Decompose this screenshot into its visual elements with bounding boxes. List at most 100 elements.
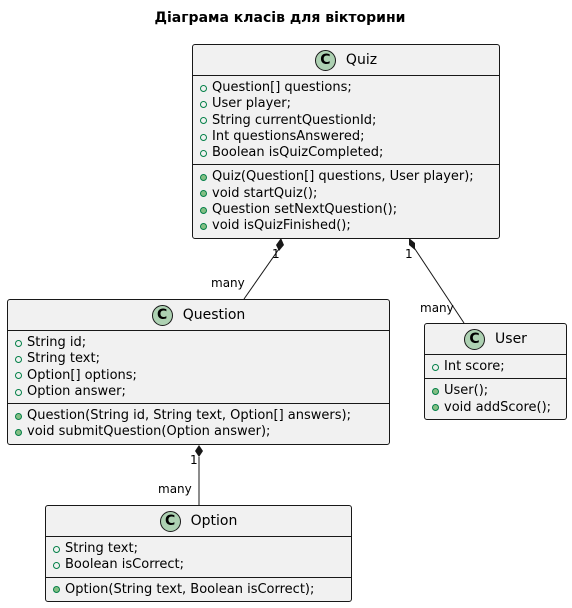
public-field-icon xyxy=(15,388,22,396)
method-text: Question(String id, String text, Option[… xyxy=(27,408,351,424)
multiplicity-quiz-question-to: many xyxy=(211,276,245,290)
method-row: User(); xyxy=(432,383,566,399)
public-method-icon xyxy=(200,206,207,214)
method-text: void submitQuestion(Option answer); xyxy=(27,424,271,440)
method-row: Option(String text, Boolean isCorrect); xyxy=(53,582,351,598)
class-option-fields: String text; Boolean isCorrect; xyxy=(46,537,351,577)
method-text: User(); xyxy=(444,383,489,399)
edge-quiz-question xyxy=(243,245,282,300)
class-option[interactable]: C Option String text; Boolean isCorrect;… xyxy=(45,505,352,602)
class-user-methods: User(); void addScore(); xyxy=(425,378,566,419)
field-text: String currentQuestionId; xyxy=(212,112,377,128)
class-badge-icon: C xyxy=(464,328,486,350)
public-field-icon xyxy=(200,100,207,108)
multiplicity-quiz-question-from: 1 xyxy=(272,247,280,261)
public-field-icon xyxy=(432,363,439,371)
class-quiz[interactable]: C Quiz Question[] questions; User player… xyxy=(192,44,500,239)
public-method-icon xyxy=(53,586,60,594)
method-row: void submitQuestion(Option answer); xyxy=(15,424,389,440)
public-field-icon xyxy=(53,561,60,569)
method-text: void isQuizFinished(); xyxy=(212,218,351,234)
multiplicity-question-option-to: many xyxy=(158,482,192,496)
field-text: Question[] questions; xyxy=(212,80,352,95)
field-row: String text; xyxy=(53,541,351,557)
class-badge-icon: C xyxy=(159,510,181,532)
public-field-icon xyxy=(15,339,22,347)
class-user-header: C User xyxy=(425,324,566,355)
class-quiz-header: C Quiz xyxy=(193,45,499,76)
field-text: Int questionsAnswered; xyxy=(212,128,365,144)
field-text: Int score; xyxy=(444,359,505,374)
public-method-icon xyxy=(15,412,22,420)
composition-diamond-quiz-user xyxy=(409,238,415,250)
method-text: Quiz(Question[] questions, User player); xyxy=(212,169,474,185)
public-field-icon xyxy=(53,545,60,553)
public-field-icon xyxy=(200,149,207,157)
public-method-icon xyxy=(15,429,22,437)
public-method-icon xyxy=(200,174,207,182)
class-quiz-methods: Quiz(Question[] questions, User player);… xyxy=(193,164,499,237)
diagram-title: Діаграма класів для вікторини xyxy=(154,10,406,26)
public-field-icon xyxy=(200,133,207,141)
field-row: User player; xyxy=(200,96,499,112)
public-field-icon xyxy=(15,372,22,380)
method-text: Question setNextQuestion(); xyxy=(212,202,398,218)
field-row: Boolean isCorrect; xyxy=(53,557,351,573)
class-question-fields: String id; String text; Option[] options… xyxy=(8,331,389,403)
class-quiz-name: Quiz xyxy=(345,52,378,68)
composition-diamond-question-option xyxy=(195,445,203,457)
method-row: Question(String id, String text, Option[… xyxy=(15,408,389,424)
field-text: Option answer; xyxy=(27,383,126,399)
class-badge-icon: C xyxy=(314,49,336,71)
public-field-icon xyxy=(15,355,22,363)
class-badge-icon: C xyxy=(151,304,173,326)
field-row: String id; xyxy=(15,335,389,351)
class-option-header: C Option xyxy=(46,506,351,537)
public-field-icon xyxy=(200,84,207,92)
field-row: Option answer; xyxy=(15,384,389,400)
multiplicity-quiz-user-to: many xyxy=(420,301,454,315)
field-row: Question[] questions; xyxy=(200,80,499,96)
public-method-icon xyxy=(200,223,207,231)
field-row: String text; xyxy=(15,351,389,367)
field-row: Option[] options; xyxy=(15,368,389,384)
method-text: void startQuiz(); xyxy=(212,185,318,201)
method-text: Option(String text, Boolean isCorrect); xyxy=(65,581,315,597)
public-method-icon xyxy=(432,387,439,395)
public-field-icon xyxy=(200,117,207,125)
public-method-icon xyxy=(432,404,439,412)
field-text: Boolean isQuizCompleted; xyxy=(212,145,384,161)
class-question-name: Question xyxy=(182,307,246,323)
multiplicity-question-option-from: 1 xyxy=(190,453,198,467)
field-text: Option[] options; xyxy=(27,367,137,383)
class-user-fields: Int score; xyxy=(425,355,566,378)
composition-diamond-quiz-question xyxy=(276,238,284,251)
class-quiz-fields: Question[] questions; User player; Strin… xyxy=(193,76,499,164)
field-text: String text; xyxy=(65,541,138,556)
field-text: Boolean isCorrect; xyxy=(65,557,184,573)
public-method-icon xyxy=(200,190,207,198)
field-row: String currentQuestionId; xyxy=(200,113,499,129)
field-row: Int questionsAnswered; xyxy=(200,129,499,145)
class-option-methods: Option(String text, Boolean isCorrect); xyxy=(46,576,351,601)
method-text: void addScore(); xyxy=(444,399,552,415)
class-user[interactable]: C User Int score; User(); void addScore(… xyxy=(424,323,567,420)
class-option-name: Option xyxy=(190,513,238,529)
field-row: Int score; xyxy=(432,359,566,375)
field-text: String id; xyxy=(27,335,87,350)
method-row: void isQuizFinished(); xyxy=(200,218,499,234)
field-text: User player; xyxy=(212,96,292,112)
method-row: Question setNextQuestion(); xyxy=(200,202,499,218)
edge-quiz-user xyxy=(412,245,465,324)
class-question[interactable]: C Question String id; String text; Optio… xyxy=(7,299,390,445)
class-question-header: C Question xyxy=(8,300,389,331)
method-row: void startQuiz(); xyxy=(200,186,499,202)
method-row: void addScore(); xyxy=(432,400,566,416)
class-user-name: User xyxy=(495,331,527,347)
class-question-methods: Question(String id, String text, Option[… xyxy=(8,403,389,444)
method-row: Quiz(Question[] questions, User player); xyxy=(200,169,499,185)
field-row: Boolean isQuizCompleted; xyxy=(200,145,499,161)
field-text: String text; xyxy=(27,351,100,367)
multiplicity-quiz-user-from: 1 xyxy=(405,247,413,261)
